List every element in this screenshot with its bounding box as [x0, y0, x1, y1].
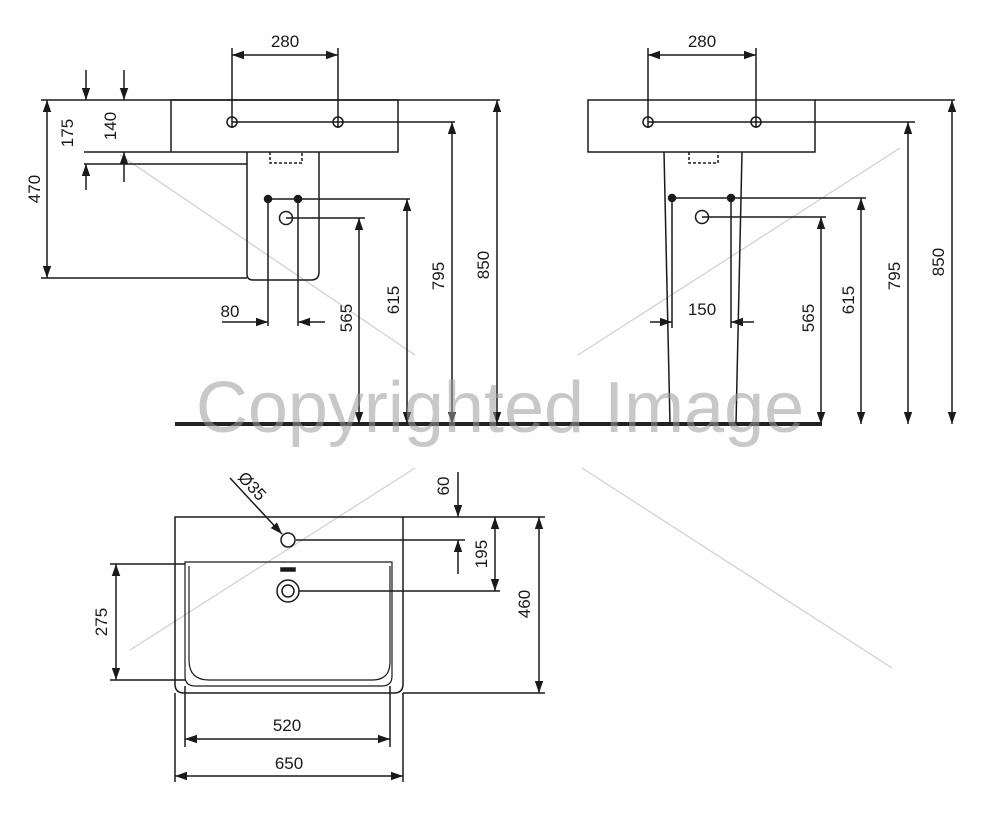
watermark-text: Copyrighted Image [196, 368, 804, 448]
dim-850-front: 850 [929, 248, 948, 276]
dim-275: 275 [92, 608, 111, 636]
supply-point-right-front [726, 193, 736, 203]
drain-inner [281, 584, 295, 598]
plan-view-labels: Ø35 60 195 460 275 520 650 [92, 468, 534, 773]
dim-650: 650 [275, 754, 303, 773]
pedestal-side-profile [246, 152, 320, 281]
overflow-slot [280, 567, 296, 572]
dim-diameter-35: Ø35 [234, 468, 270, 504]
side-view [41, 48, 502, 424]
dim-80: 80 [221, 302, 240, 321]
tap-hole-plan [280, 532, 296, 548]
side-view-labels: 280 175 140 470 80 565 615 795 850 [25, 32, 493, 332]
supply-point-right [293, 194, 303, 204]
basin-bowl-plan [184, 561, 393, 687]
dim-150: 150 [688, 300, 716, 319]
waste-point [278, 210, 294, 226]
waste-outlet-front [688, 152, 719, 164]
dim-565-front: 565 [799, 304, 818, 332]
dim-140: 140 [101, 112, 120, 140]
dim-795-front: 795 [885, 262, 904, 290]
dim-280-front: 280 [688, 32, 716, 51]
dim-565-side: 565 [337, 304, 356, 332]
dim-795-side: 795 [429, 262, 448, 290]
basin-front-profile [587, 99, 816, 153]
tap-hole-right [332, 116, 344, 128]
dim-460: 460 [515, 590, 534, 618]
dim-615-side: 615 [384, 286, 403, 314]
tap-hole-left-front [642, 116, 654, 128]
supply-point-left [263, 194, 273, 204]
waste-outlet [269, 152, 303, 164]
dim-195: 195 [472, 540, 491, 568]
dim-175: 175 [58, 119, 77, 147]
basin-side-profile [170, 99, 399, 153]
drain-outer [276, 579, 300, 603]
dim-615-front: 615 [839, 286, 858, 314]
front-view [587, 48, 957, 425]
plan-view [110, 472, 545, 782]
supply-point-left-front [667, 193, 677, 203]
dim-850-side: 850 [474, 251, 493, 279]
waste-point-front [694, 209, 710, 225]
dim-520: 520 [273, 716, 301, 735]
tap-hole-right-front [750, 116, 762, 128]
dim-470: 470 [25, 175, 44, 203]
basin-outline-plan [174, 516, 404, 694]
tap-hole-left [226, 116, 238, 128]
front-view-labels: 280 150 565 615 795 850 [688, 32, 948, 332]
basin-inner-bowl [188, 566, 391, 681]
dim-280-side: 280 [271, 32, 299, 51]
dim-60: 60 [434, 477, 453, 496]
